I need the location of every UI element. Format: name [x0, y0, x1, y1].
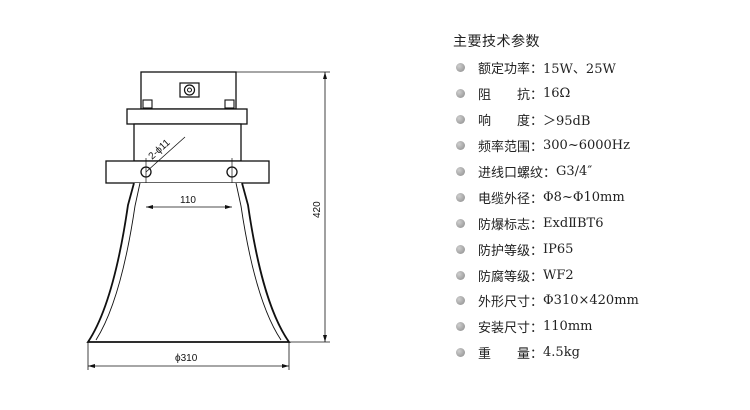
spec-value: IP65 — [543, 241, 574, 257]
hole-spacing-dimension — [146, 205, 232, 209]
bullet-icon — [456, 244, 465, 254]
spec-label: 额定功率： — [478, 62, 544, 78]
spec-item-weight: 重 量：4.5kg — [456, 340, 639, 366]
spec-title: 主要技术参数 — [453, 34, 540, 50]
spec-item-dimensions: 外形尺寸：Φ310×420mm — [456, 288, 639, 314]
mounting-flange — [105, 160, 270, 184]
upper-flange — [126, 108, 248, 125]
bullet-icon — [456, 322, 465, 332]
spec-item-rated-power: 额定功率：15W、25W — [456, 55, 639, 81]
spec-label: 防腐等级： — [478, 269, 544, 285]
spec-value: 15W、25W — [543, 62, 616, 78]
spec-value: 110mm — [543, 319, 593, 335]
spec-label: 外形尺寸： — [478, 295, 544, 311]
spec-value: Φ8~Φ10mm — [543, 189, 625, 205]
spec-item-explosion-mark: 防爆标志：ExdⅡBT6 — [456, 210, 639, 236]
spec-label: 防爆标志： — [478, 217, 544, 233]
spec-value: 4.5kg — [543, 345, 580, 361]
spec-item-cable-diameter: 电缆外径：Φ8~Φ10mm — [456, 184, 639, 210]
spec-item-frequency-range: 频率范围：300~6000Hz — [456, 133, 639, 159]
spec-label: 阻 抗： — [478, 88, 544, 104]
cable-gland-icon — [179, 82, 200, 98]
spec-value: ExdⅡBT6 — [543, 215, 604, 231]
bullet-icon — [456, 296, 465, 306]
bullet-icon — [456, 141, 465, 151]
bullet-icon — [456, 218, 465, 228]
spec-label: 安装尺寸： — [478, 321, 544, 337]
spec-value: 16Ω — [543, 86, 571, 102]
horn-bell — [86, 182, 291, 343]
spec-value: G3/4″ — [556, 164, 593, 179]
spec-value: 300~6000Hz — [543, 138, 630, 154]
mouth-diameter-dimension — [87, 342, 290, 370]
spec-value: ＞95dB — [543, 114, 591, 130]
spec-list: 额定功率：15W、25W 阻 抗：16Ω 响 度：＞95dB 频率范围：300~… — [456, 55, 639, 366]
bullet-icon — [456, 115, 465, 125]
bullet-icon — [456, 348, 465, 358]
spec-item-impedance: 阻 抗：16Ω — [456, 81, 639, 107]
spec-item-corrosion-grade: 防腐等级：WF2 — [456, 262, 639, 288]
bullet-icon — [456, 167, 465, 176]
spec-item-protection-grade: 防护等级：IP65 — [456, 236, 639, 262]
spec-item-inlet-thread: 进线口螺纹：G3/4″ — [456, 159, 639, 185]
spec-label: 频率范围： — [478, 140, 544, 156]
spec-item-mounting-size: 安装尺寸：110mm — [456, 314, 639, 340]
height-label: 420 — [312, 201, 323, 218]
bolt-icon — [142, 99, 235, 109]
bullet-icon — [456, 89, 465, 99]
spec-value: WF2 — [543, 267, 574, 283]
bullet-icon — [456, 192, 465, 202]
mouth-diameter-label: ϕ310 — [175, 353, 198, 364]
bullet-icon — [456, 63, 465, 73]
spec-item-loudness: 响 度：＞95dB — [456, 107, 639, 133]
bullet-icon — [456, 270, 465, 280]
hole-spacing-label: 110 — [180, 195, 196, 206]
spec-label: 电缆外径： — [478, 191, 544, 207]
spec-value: Φ310×420mm — [543, 293, 639, 309]
horn-speaker-drawing: 2-ϕ11 110 ϕ310 420 — [86, 71, 330, 370]
spec-label: 进线口螺纹： — [478, 166, 557, 181]
spec-label: 重 量： — [478, 347, 544, 363]
height-dimension — [236, 71, 330, 343]
spec-label: 防护等级： — [478, 243, 544, 259]
spec-label: 响 度： — [478, 114, 544, 130]
